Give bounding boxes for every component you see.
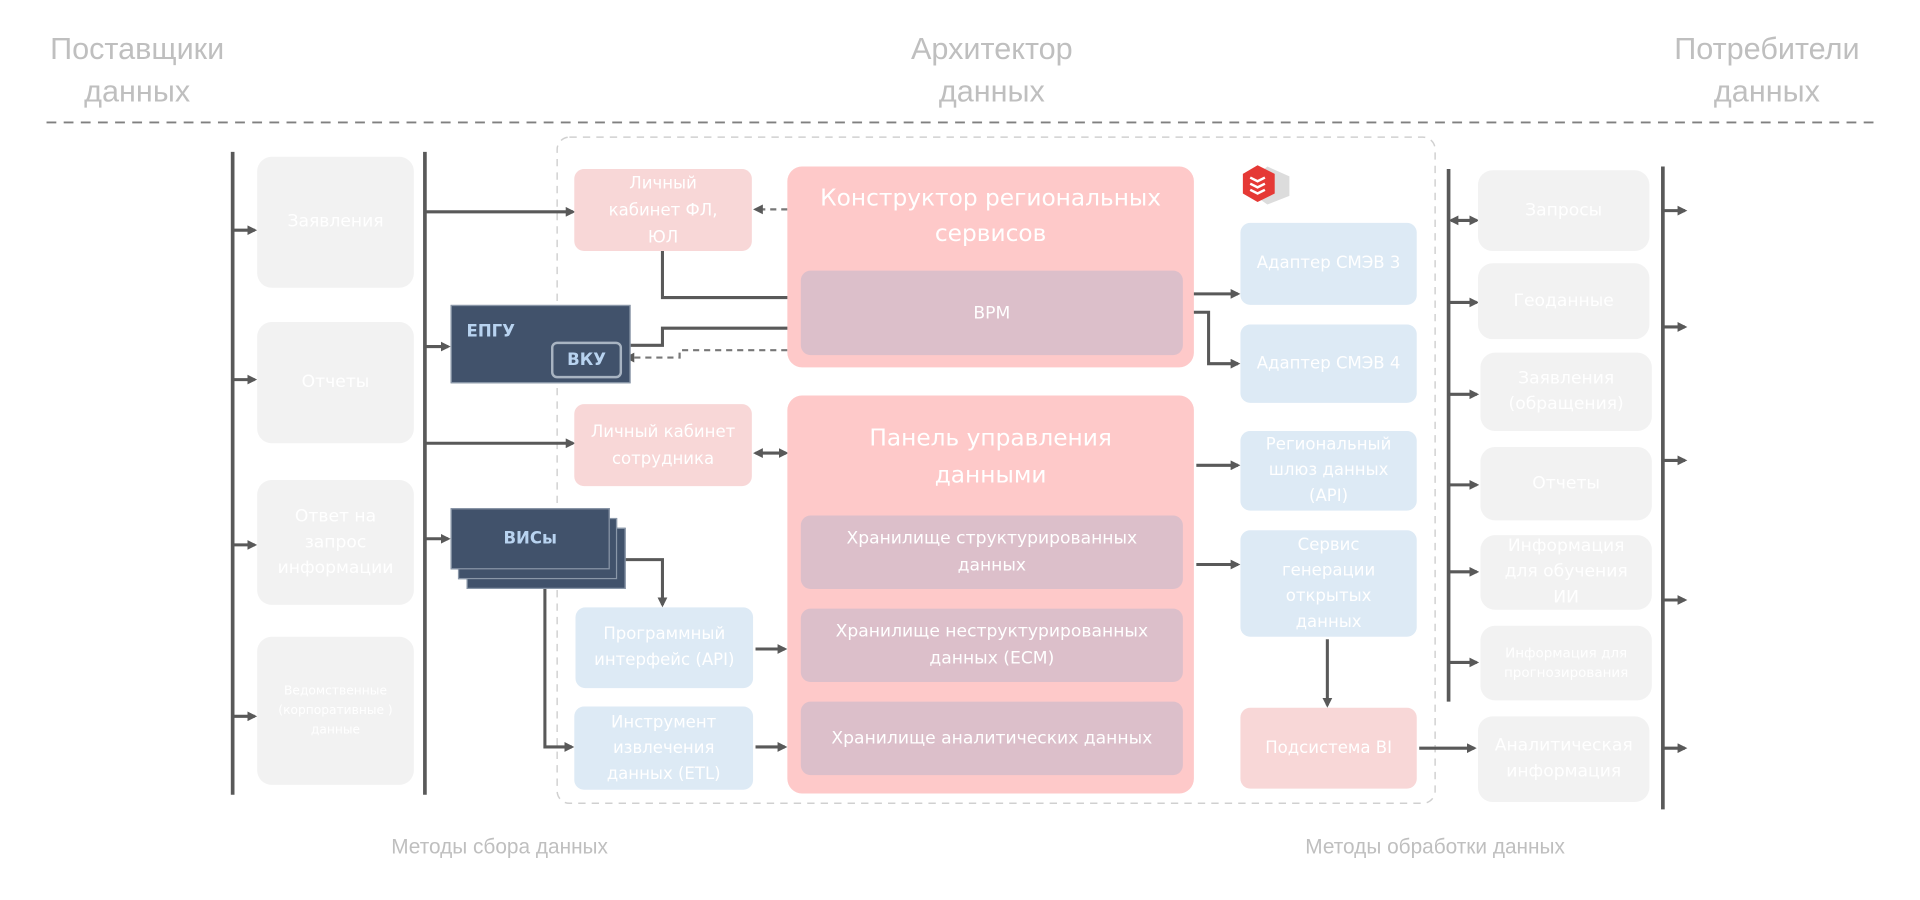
supplier-box: Ответ на запрос информации	[257, 480, 414, 605]
header-consumers: Потребители данных	[1645, 27, 1890, 115]
panel-title: Панель управления данными	[869, 424, 1112, 489]
header-architect-line1: Архитектор	[911, 31, 1073, 67]
personal-cabinet-citizen: Личный кабинет ФЛ, ЮЛ	[574, 168, 752, 252]
dashed-arrows	[624, 204, 788, 363]
header-consumers-line1: Потребители	[1674, 31, 1860, 67]
store-unstructured: Хранилище неструктурированных данных (EC…	[800, 608, 1183, 683]
consumer-box: Аналитическая информация	[1477, 716, 1650, 803]
supplier-box: Отчеты	[257, 322, 414, 444]
store-analytical: Хранилище аналитических данных	[800, 701, 1183, 776]
consumer-box: Отчеты	[1480, 446, 1652, 521]
stacked-layers-logo-icon	[1240, 164, 1296, 206]
supplier-box: Ведомственные (корпоративные ) данные	[257, 636, 414, 785]
smev4-adapter: Адаптер СМЭВ 4	[1240, 324, 1417, 403]
constructor-title: Конструктор региональных сервисов	[820, 184, 1162, 248]
smev3-adapter: Адаптер СМЭВ 3	[1240, 222, 1417, 305]
header-architect: Архитектор данных	[869, 27, 1114, 115]
epgu-label: ЕПГУ	[466, 322, 515, 342]
vku-box: ВКУ	[551, 341, 623, 379]
bi-subsystem: Подсистема BI	[1240, 707, 1417, 789]
consumer-box: Информация для обучения ИИ	[1480, 535, 1652, 610]
store-structured: Хранилище структурированных данных	[800, 515, 1183, 589]
header-suppliers-line1: Поставщики	[50, 31, 225, 67]
consumer-box: Заявления (обращения)	[1480, 352, 1652, 432]
regional-gateway: Региональный шлюз данных (API)	[1240, 431, 1417, 511]
header-suppliers: Поставщики данных	[15, 27, 260, 115]
consumer-box: Информация для прогнозирования	[1480, 625, 1652, 701]
vis-box: ВИСы	[450, 508, 610, 570]
api-box: Программный интерфейс (API)	[575, 607, 754, 689]
header-architect-line2: данных	[938, 74, 1045, 109]
etl-box: Инструмент извлечения данных (ETL)	[574, 706, 754, 790]
vrm-box: ВРМ	[800, 270, 1183, 356]
footer-collection-methods: Методы сбора данных	[391, 835, 608, 859]
supplier-box: Заявления	[257, 156, 414, 288]
footer-processing-methods: Методы обработки данных	[1305, 835, 1565, 859]
consumer-box: Геоданные	[1477, 263, 1650, 340]
personal-cabinet-employee: Личный кабинет сотрудника	[574, 404, 752, 487]
header-suppliers-line2: данных	[84, 74, 191, 109]
architect-boundary	[556, 136, 1436, 805]
header-consumers-line2: данных	[1713, 74, 1820, 109]
arrows	[232, 205, 1688, 754]
open-data-service: Сервис генерации открытых данных	[1240, 530, 1417, 637]
consumer-box: Запросы	[1477, 170, 1650, 252]
